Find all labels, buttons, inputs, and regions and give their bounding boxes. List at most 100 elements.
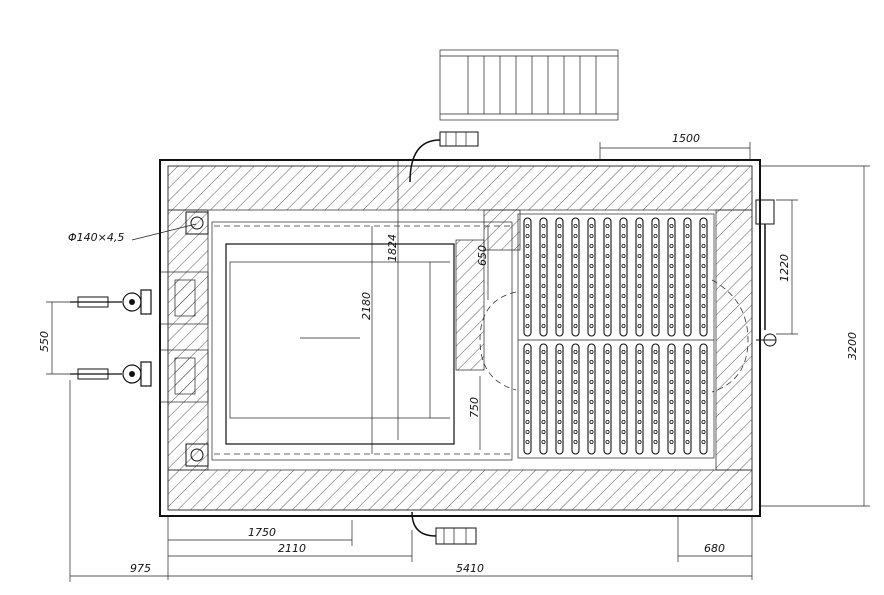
coil-fin xyxy=(605,439,610,444)
coil-fin xyxy=(573,419,578,424)
coil-fin xyxy=(605,223,610,228)
coil-fin xyxy=(525,409,530,414)
coil-fin xyxy=(621,379,626,384)
coil-tube xyxy=(699,343,708,455)
coil-fin xyxy=(701,409,706,414)
coil-fin xyxy=(653,283,658,288)
coil-tube xyxy=(651,217,660,337)
coil-fin xyxy=(637,253,642,258)
coil-fin xyxy=(589,349,594,354)
coil-tube xyxy=(523,343,532,455)
coil-fin xyxy=(573,293,578,298)
dim-3200: 3200 xyxy=(846,332,859,360)
coil-fin xyxy=(605,283,610,288)
coil-fin xyxy=(669,323,674,328)
coil-fin xyxy=(557,389,562,394)
coil-fin xyxy=(589,369,594,374)
coil-fin xyxy=(541,223,546,228)
coil-fin xyxy=(573,253,578,258)
coil-fin xyxy=(701,323,706,328)
coil-tube xyxy=(523,217,532,337)
coil-fin xyxy=(525,349,530,354)
coil-tube xyxy=(619,343,628,455)
coil-fin xyxy=(621,293,626,298)
coil-fin xyxy=(653,313,658,318)
coil-fin xyxy=(653,379,658,384)
coil-fin xyxy=(541,379,546,384)
coil-fin xyxy=(525,379,530,384)
coil-fin xyxy=(701,293,706,298)
coil-fin xyxy=(637,419,642,424)
coil-fin xyxy=(573,223,578,228)
coil-fin xyxy=(621,263,626,268)
coil-fin xyxy=(685,399,690,404)
right-piping xyxy=(755,199,777,347)
coil-fin xyxy=(669,389,674,394)
coil-fin xyxy=(541,399,546,404)
coil-fin xyxy=(701,233,706,238)
coil-fin xyxy=(685,389,690,394)
coil-fin xyxy=(621,243,626,248)
coil-fin xyxy=(701,243,706,248)
coil-fin xyxy=(589,313,594,318)
coil-fin xyxy=(605,409,610,414)
coil-fin xyxy=(653,293,658,298)
coil-fin xyxy=(541,273,546,278)
coil-fin xyxy=(605,293,610,298)
coil-fin xyxy=(541,293,546,298)
coil-fin xyxy=(637,313,642,318)
coil-fin xyxy=(637,379,642,384)
coil-fin xyxy=(525,419,530,424)
coil-fin xyxy=(525,303,530,308)
coil-fin xyxy=(669,263,674,268)
coil-fin xyxy=(653,389,658,394)
coil-fin xyxy=(621,429,626,434)
coil-fin xyxy=(685,409,690,414)
coil-fin xyxy=(573,273,578,278)
coil-fin xyxy=(573,359,578,364)
coil-fin xyxy=(701,439,706,444)
coil-fin xyxy=(525,359,530,364)
coil-fin xyxy=(525,439,530,444)
coil-fin xyxy=(589,283,594,288)
coil-fin xyxy=(541,409,546,414)
coil-fin xyxy=(573,399,578,404)
coil-fin xyxy=(685,243,690,248)
coil-tube xyxy=(555,217,564,337)
coil-fin xyxy=(573,283,578,288)
coil-fin xyxy=(589,303,594,308)
drying-chamber xyxy=(211,221,513,461)
dim-2110: 2110 xyxy=(278,542,306,555)
coil-fin xyxy=(653,253,658,258)
coil-fin xyxy=(637,359,642,364)
coil-fin xyxy=(541,439,546,444)
coil-fin xyxy=(525,389,530,394)
coil-fin xyxy=(653,223,658,228)
coil-fin xyxy=(637,293,642,298)
coil-tube xyxy=(603,343,612,455)
coil-fin xyxy=(573,303,578,308)
coil-fin xyxy=(605,263,610,268)
coil-tube xyxy=(587,343,596,455)
coil-fin xyxy=(557,263,562,268)
coil-fin xyxy=(685,429,690,434)
coil-fin xyxy=(685,379,690,384)
coil-fin xyxy=(701,429,706,434)
coil-fin xyxy=(525,283,530,288)
dim-1750: 1750 xyxy=(248,526,276,539)
coil-fin xyxy=(525,273,530,278)
coil-fin xyxy=(669,419,674,424)
coil-fin xyxy=(669,303,674,308)
coil-tube xyxy=(539,343,548,455)
coil-tube xyxy=(587,217,596,337)
coil-fin xyxy=(557,429,562,434)
coil-tube xyxy=(683,343,692,455)
coil-fin xyxy=(589,243,594,248)
coil-tube xyxy=(683,217,692,337)
coil-fin xyxy=(685,313,690,318)
coil-fin xyxy=(557,409,562,414)
coil-fin xyxy=(669,349,674,354)
coil-fin xyxy=(605,429,610,434)
coil-fin xyxy=(701,399,706,404)
coil-fin xyxy=(701,349,706,354)
